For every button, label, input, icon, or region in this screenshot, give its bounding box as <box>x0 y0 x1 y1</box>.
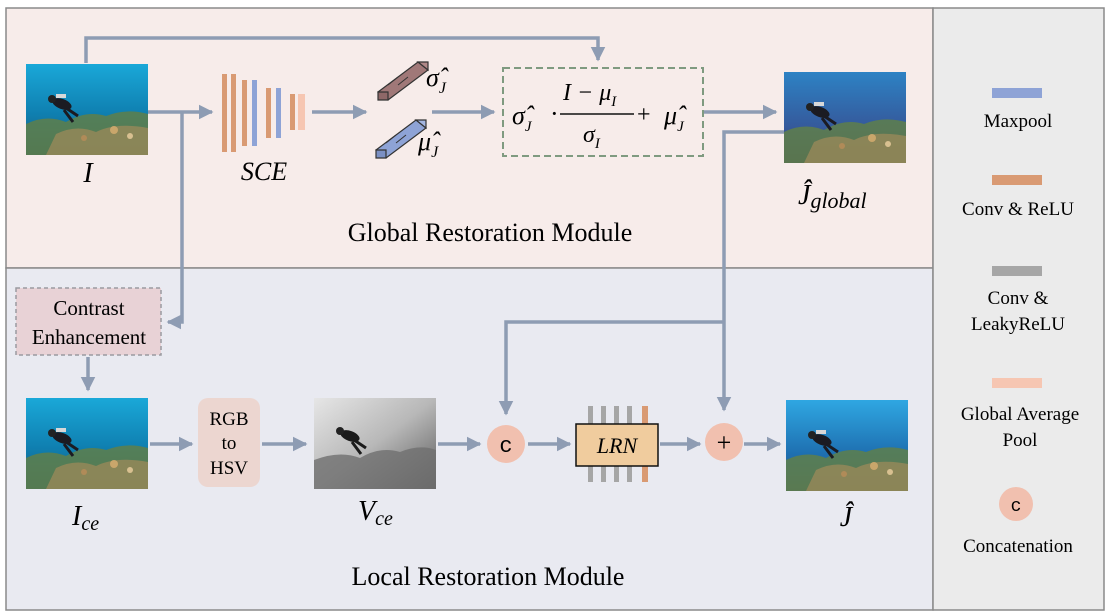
legend-maxpool-swatch <box>992 88 1042 98</box>
contrast-enhancement-label-line2: Enhancement <box>32 325 146 349</box>
arrow-global-output-to-add <box>716 130 784 412</box>
lrn-label: LRN <box>596 433 639 458</box>
legend-gap-label-line2: Pool <box>1003 430 1038 451</box>
legend-maxpool-label: Maxpool <box>984 111 1053 132</box>
legend-concat-symbol: c <box>1011 497 1022 517</box>
value-channel-image <box>314 398 436 489</box>
svg-text:σI: σI <box>583 122 601 152</box>
global-output-image <box>782 72 908 165</box>
rgb-to-hsv-label-line2: to <box>222 433 237 454</box>
global-module-panel <box>5 7 934 269</box>
lrn-block <box>575 406 659 482</box>
svg-text:I − μI: I − μI <box>562 80 617 110</box>
legend-panel <box>932 7 1105 611</box>
concat-node-symbol: c <box>499 434 512 459</box>
add-node <box>705 423 743 461</box>
legend-concat-label: Concatenation <box>963 536 1073 557</box>
contrast-enhanced-image <box>24 398 150 491</box>
final-output-label: Ĵ <box>840 502 855 533</box>
arrow-to-contrast <box>166 112 184 330</box>
svg-text:+: + <box>637 102 651 128</box>
arrow-global-output-to-concat <box>498 320 724 416</box>
legend-conv-relu-swatch <box>992 175 1042 185</box>
legend-gap-label-line1: Global Average <box>961 404 1079 425</box>
rgb-to-hsv-label-line1: RGB <box>209 409 248 430</box>
global-output-label: Ĵglobal <box>798 180 867 213</box>
legend-concat-icon <box>999 487 1033 521</box>
svg-text:·: · <box>550 99 559 128</box>
connectors <box>80 36 784 452</box>
mu-vector <box>375 119 427 159</box>
global-module-title: Global Restoration Module <box>348 218 633 247</box>
final-output-image <box>784 400 910 493</box>
local-module-title: Local Restoration Module <box>352 562 625 591</box>
sce-block-stack <box>222 74 305 152</box>
legend-conv-leaky-swatch <box>992 266 1042 276</box>
legend-gap-swatch <box>992 378 1042 388</box>
legend-conv-leaky-label-line2: LeakyReLU <box>971 314 1065 335</box>
contrast-enhancement-label-line1: Contrast <box>53 296 124 320</box>
sce-label: SCE <box>241 157 287 186</box>
rgb-to-hsv-label-line3: HSV <box>210 458 248 479</box>
contrast-enhancement-box <box>15 287 162 356</box>
skip-arrow-top <box>84 36 606 63</box>
normalization-formula: σ̂J · I − μI σI + μ̂J <box>512 80 687 152</box>
input-label: I <box>82 158 94 189</box>
concat-node <box>487 425 525 463</box>
input-image <box>24 64 150 157</box>
formula-box <box>502 67 704 157</box>
sigma-vector <box>377 61 429 101</box>
legend-conv-relu-label: Conv & ReLU <box>962 199 1074 220</box>
rgb-to-hsv-box <box>198 398 260 487</box>
add-node-symbol: + <box>717 428 732 457</box>
legend-conv-leaky-label-line1: Conv & <box>988 288 1049 309</box>
ice-label: Ice <box>71 501 99 535</box>
vce-label: Vce <box>358 496 393 530</box>
